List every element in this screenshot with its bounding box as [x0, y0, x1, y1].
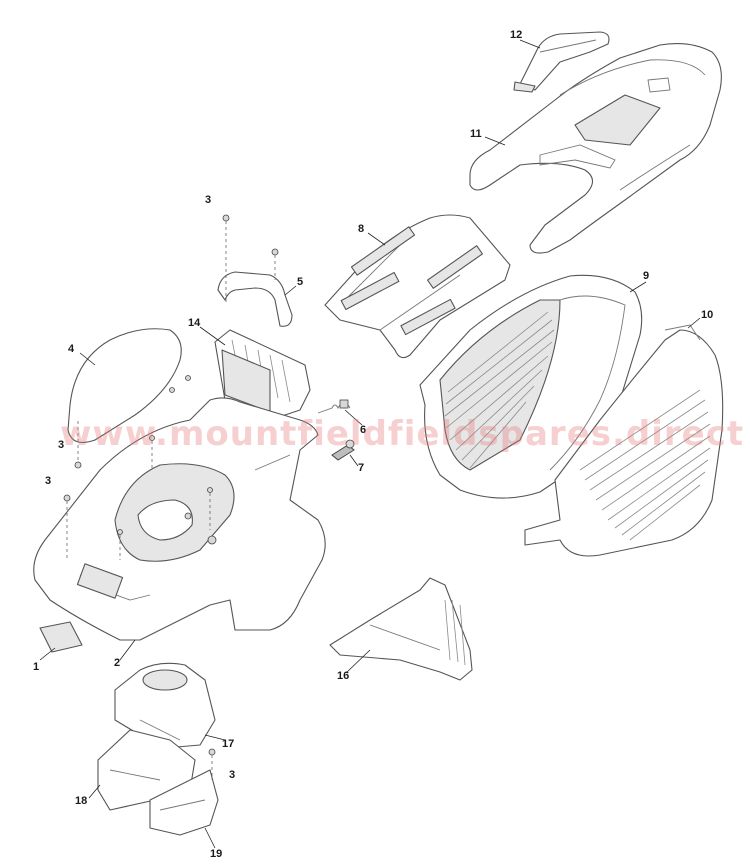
screw-3d-icon [208, 748, 216, 780]
warning-label-strip-right [400, 245, 483, 336]
leader-lines [39, 39, 701, 849]
screw-3c-icon [63, 494, 71, 560]
callout-1: 1 [33, 661, 39, 673]
part-5-carry-handle[interactable] [217, 271, 293, 327]
callout-12: 12 [510, 29, 522, 41]
callout-4: 4 [68, 343, 75, 355]
screw-3b-icon [74, 420, 82, 469]
callout-18: 18 [75, 795, 87, 807]
screw-extra-icons [117, 248, 279, 560]
part-7-pin[interactable] [331, 439, 355, 461]
part-10-grass-bag-frame[interactable] [524, 324, 724, 557]
callout-14: 14 [188, 317, 201, 329]
callout-3-bottom: 3 [229, 769, 235, 781]
part-17-motor-housing[interactable] [114, 662, 216, 749]
callout-3-left-upper: 3 [58, 439, 64, 451]
callout-9: 9 [643, 270, 649, 282]
callout-2: 2 [114, 657, 120, 669]
part-11-top-cover[interactable] [469, 43, 722, 254]
part-14-handle-bracket[interactable] [214, 329, 311, 421]
part-12-handle-grip[interactable] [513, 31, 610, 93]
callout-7: 7 [358, 462, 364, 474]
warning-label-strip-left [340, 226, 416, 311]
callout-10: 10 [701, 309, 713, 321]
callout-6: 6 [360, 424, 366, 436]
callout-3-top: 3 [205, 194, 211, 206]
callout-11: 11 [470, 128, 482, 140]
part-1-cover-plate[interactable] [39, 621, 83, 653]
part-4-side-cover[interactable] [67, 328, 182, 443]
callout-5: 5 [297, 276, 303, 288]
screw-3a-icon [222, 214, 230, 305]
callout-19: 19 [210, 848, 222, 860]
callout-17: 17 [222, 738, 234, 750]
part-19-bottom-cover[interactable] [149, 769, 219, 836]
callout-8: 8 [358, 223, 364, 235]
watermark-text: www.mountfieldfieldspares.direct [60, 414, 744, 454]
part-2-main-deck[interactable] [33, 397, 326, 641]
part-16-rear-deflector[interactable] [329, 577, 473, 681]
part-8-rear-flap[interactable] [324, 214, 511, 359]
callout-16: 16 [337, 670, 349, 682]
part-6-spring[interactable] [317, 399, 351, 414]
callout-3-left-lower: 3 [45, 475, 51, 487]
